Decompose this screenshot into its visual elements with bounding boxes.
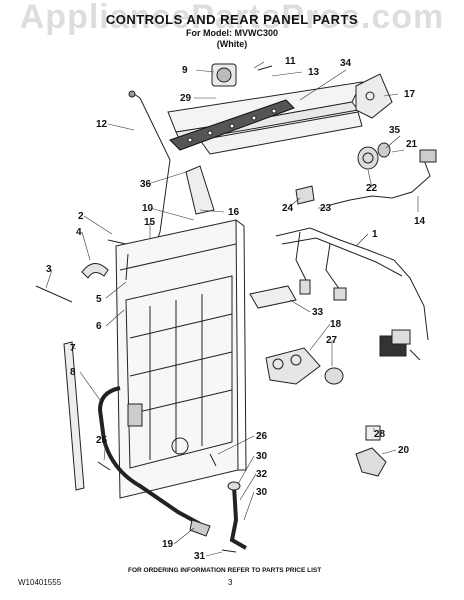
callout-28: 28	[374, 429, 386, 440]
harness-14	[329, 159, 431, 206]
ordering-note: FOR ORDERING INFORMATION REFER TO PARTS …	[128, 567, 322, 574]
valve-parts	[355, 425, 387, 477]
screw-11	[257, 65, 273, 71]
callout-11: 11	[285, 56, 296, 67]
callout-20: 20	[398, 445, 410, 456]
callout-19: 19	[162, 539, 174, 550]
clip-4	[81, 263, 109, 279]
callout-6: 6	[96, 321, 102, 332]
callout-18: 18	[330, 319, 342, 330]
inlet-valve	[265, 347, 321, 385]
main-wire-harness	[275, 227, 429, 361]
callout-7: 7	[70, 343, 76, 354]
document-number: W10401555	[18, 578, 62, 587]
callout-22: 22	[366, 183, 378, 194]
screw-25	[97, 461, 111, 471]
callout-35: 35	[389, 125, 401, 136]
end-cap	[355, 73, 393, 119]
model-subtitle: For Model: MVWC300 (White)	[0, 28, 464, 50]
screw-31	[221, 549, 237, 553]
clamp-19	[189, 519, 211, 537]
color-line: (White)	[216, 39, 248, 49]
page-title: CONTROLS AND REAR PANEL PARTS	[105, 12, 359, 27]
callout-2: 2	[78, 211, 84, 222]
callout-5: 5	[96, 294, 102, 305]
cap-27	[324, 367, 344, 385]
screw-2	[107, 239, 127, 245]
callout-29: 29	[180, 93, 192, 104]
tie-3	[35, 285, 73, 303]
callout-12: 12	[96, 119, 108, 130]
callout-30: 30	[256, 487, 268, 498]
callout-14: 14	[414, 216, 426, 227]
timer-knob	[211, 63, 237, 87]
callout-32: 32	[256, 469, 268, 480]
rear-panel	[115, 219, 247, 499]
strip-7	[63, 341, 85, 491]
callout-10: 10	[142, 203, 154, 214]
callout-36: 36	[140, 179, 152, 190]
callout-9: 9	[182, 65, 188, 76]
callout-3: 3	[46, 264, 52, 275]
control-housing	[169, 99, 295, 151]
callout-4: 4	[76, 227, 82, 238]
selector-knobs	[357, 142, 391, 170]
callout-34: 34	[340, 58, 352, 69]
callout-21: 21	[406, 139, 418, 150]
callout-33: 33	[312, 307, 324, 318]
callout-23: 23	[320, 203, 332, 214]
pin-5	[125, 253, 129, 281]
callout-8: 8	[70, 367, 76, 378]
switch-24	[295, 185, 315, 205]
model-line: For Model: MVWC300	[185, 28, 278, 38]
bracket-33	[249, 285, 297, 309]
fill-hose	[227, 481, 247, 550]
callout-30: 30	[256, 451, 268, 462]
callout-31: 31	[194, 551, 206, 562]
callout-13: 13	[308, 67, 320, 78]
callout-27: 27	[326, 335, 338, 346]
callout-25: 25	[96, 435, 108, 446]
drain-hose	[97, 386, 201, 526]
callout-26: 26	[256, 431, 268, 442]
left-end-cap	[185, 165, 215, 215]
callout-24: 24	[282, 203, 294, 214]
screw-26	[209, 453, 217, 467]
watermark-text: AppliancePartsPros.com	[19, 0, 445, 36]
callout-15: 15	[144, 217, 156, 228]
page-number: 3	[228, 578, 233, 587]
rod-12	[133, 93, 171, 259]
callout-1: 1	[372, 229, 378, 240]
callout-17: 17	[404, 89, 416, 100]
callout-16: 16	[228, 207, 240, 218]
